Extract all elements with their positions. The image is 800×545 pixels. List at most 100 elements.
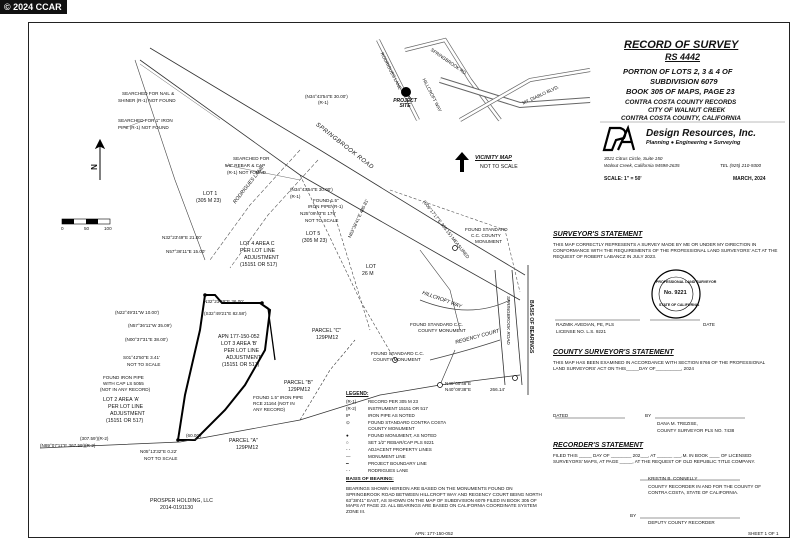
apn-label: APN 177-150-052 [218, 334, 260, 340]
map-label: (R-1) [318, 100, 329, 105]
project-boundary [176, 294, 272, 441]
legend-item: - -RODRIGUES LANE [346, 468, 409, 473]
adjacent-lot-line [419, 249, 461, 331]
owner-doc: 2014-0191130 [160, 505, 194, 511]
regency-court-curve [429, 339, 501, 361]
monument-symbol [437, 382, 443, 388]
map-label: (R-1) NOT FOUND [227, 170, 266, 175]
bearing-label: (N00°37'31"E 38.00') [125, 337, 168, 342]
seal-number: No. 9221 [664, 290, 687, 296]
map-label: FOUND IRON PIPE [103, 375, 144, 380]
recorder-by: BY [630, 513, 637, 518]
map-label: FOUND STANDARD C.C. [371, 351, 424, 356]
lot-ref: (305 M 23) [196, 198, 222, 204]
map-label: SEARCHED FOR [233, 156, 270, 161]
bearing-label: 266.14' [490, 387, 505, 392]
legend-item: ⊙FOUND STANDARD CONTRA COSTA COUNTY MONU… [346, 420, 446, 431]
recorder-name: KRISTIN B. CONNELLY [648, 476, 698, 481]
bearing-label: N40°09'38"E [445, 387, 472, 392]
surveyor-license: LICENSE NO. L.S. 9221 [556, 329, 607, 334]
found-pipe-symbol [176, 438, 180, 442]
lot-ref: (305 M 23) [302, 238, 328, 244]
surveyor-date: DATE [703, 322, 715, 327]
map-label: SEARCHED FOR NAIL & [122, 91, 175, 96]
watermark: © 2024 CCAR [0, 0, 67, 14]
lot-label: LOT 5 [306, 231, 321, 237]
legend-item: ━PROJECT BOUNDARY LINE [346, 461, 427, 466]
company-address1: 3021 Citrus Circle, Suite 150 [604, 156, 663, 161]
surveyor-body: THIS MAP CORRECTLY REPRESENTS A SURVEY M… [553, 242, 778, 260]
map-label: SHINER (R-1) NOT FOUND [118, 98, 176, 103]
lot-label: ADJUSTMENT [110, 411, 145, 417]
scale-label: SCALE: 1" = 50' [604, 176, 642, 182]
springbrook-road-edge [139, 59, 521, 301]
county-body: THIS MAP HAS BEEN EXAMINED IN ACCORDANCE… [553, 360, 766, 372]
recorder-title: COUNTY RECORDER IN AND FOR THE COUNTY OF… [648, 484, 762, 495]
springbrook-road-edge [389, 189, 521, 293]
sheet-frame [28, 22, 790, 538]
lot-label: PER LOT LINE [224, 348, 260, 354]
legend-item: —MONUMENT LINE [346, 454, 406, 459]
bearing-label: (R-1) [290, 194, 301, 199]
bearing-label: NOT TO SCALE [144, 456, 178, 461]
lot-label: 26 M [362, 271, 374, 277]
vicinity-map-label: VICINITY MAP [475, 155, 512, 161]
map-label: FOUND STANDARD C.C. [410, 322, 463, 327]
basis-heading: BASIS OF BEARING: [346, 477, 394, 482]
bearing-label: NOT TO SCALE [127, 362, 161, 367]
recorder-heading: RECORDER'S STATEMENT [553, 442, 644, 449]
owner-label: PROSPER HOLDING, LLC [150, 498, 213, 504]
basis-body: BEARINGS SHOWN HEREON ARE BASED ON THE M… [346, 486, 542, 515]
adjacent-lot-line [299, 174, 396, 361]
bearing-label: (S32°49'21"E 82.58') [204, 311, 247, 316]
vicinity-north-icon [455, 152, 469, 172]
county-by: BY [645, 413, 652, 418]
seal-top: PROFESSIONAL LAND SURVEYOR [656, 280, 717, 284]
monument-symbol [392, 357, 398, 363]
road-label: SPRINGBROOK ROAD [506, 296, 511, 345]
bearing-label: N32°23'49"E 36.00' [204, 299, 244, 304]
lot-label: LOT 2 AREA 'A' [103, 397, 140, 403]
county-surveyor-name: DANA M. TREZISE, [657, 421, 698, 426]
found-pipe-symbol [203, 293, 207, 297]
lot-label: ADJUSTMENT [244, 255, 279, 261]
company-tel: TEL (925) 210-9300 [720, 163, 762, 168]
bearing-label: (307.59')(R-2) [80, 436, 109, 441]
legend-item: ●FOUND MONUMENT, AS NOTED [346, 433, 437, 438]
map-label: (N34°43'54"E 30.00') [305, 94, 348, 99]
map-label: FOUND 1.5" IRON PIPE [253, 395, 304, 400]
project-site-label: PROJECT SITE [393, 98, 417, 109]
map-label: FOUND 1.5" [313, 198, 339, 203]
bearing-label: (N22°49'31"W 10.00') [115, 310, 160, 315]
legend-heading: LEGEND: [346, 391, 369, 397]
bearing-label: N57°36'11"E 15.00' [166, 249, 206, 254]
springbrook-road-edge [149, 47, 526, 276]
surveyor-name: RAZMIK AVEDIAN, PE, PLS [556, 322, 615, 327]
company-logo-icon [602, 124, 636, 152]
map-label: SEARCHED FOR 1" IRON [118, 118, 173, 123]
sheet-number: SHEET 1 OF 1 [748, 531, 779, 536]
date-label: MARCH, 2024 [733, 176, 766, 182]
county-surveyor-title: COUNTY SURVEYOR PLS NO. 7438 [657, 428, 735, 433]
rodrigues-lane-line [209, 149, 301, 261]
parcel-label: PARCEL "C" [312, 328, 342, 334]
recorder-deputy: DEPUTY COUNTY RECORDER [648, 520, 715, 525]
county-heading: COUNTY SURVEYOR'S STATEMENT [553, 349, 674, 356]
map-label: RCE 21164 (NOT IN [253, 401, 295, 406]
map-label: (NOT IN ANY RECORD) [100, 387, 151, 392]
lot-label: LOT 1 [203, 191, 218, 197]
parcel-label: PARCEL "B" [284, 380, 313, 386]
city-line: CITY OF WALNUT CREEK [648, 107, 726, 114]
bearing-label: (N34°43'54"E 30.00') [290, 187, 333, 192]
bearing-label: N05°13'32"E 0.22' [140, 449, 178, 454]
map-label: 5/8" REBAR & CAP [225, 163, 266, 168]
map-label: C.C. COUNTY [471, 233, 501, 238]
records-line: CONTRA COSTA COUNTY RECORDS [625, 99, 737, 106]
bearing-label: N25°09'43"E 179' [300, 211, 336, 216]
company-address2: Walnut Creek, California 94598-2635 [604, 163, 680, 168]
lot-label: (15151 OR 517) [222, 362, 260, 368]
seal-bottom: STATE OF CALIFORNIA [659, 303, 700, 307]
